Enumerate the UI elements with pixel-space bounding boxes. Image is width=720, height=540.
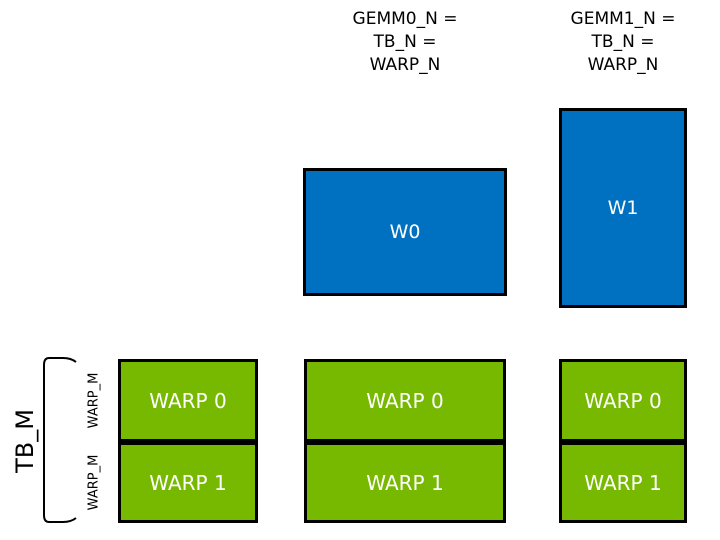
accumulator-tile-w1-label: W1 xyxy=(607,197,639,219)
gemm1-header-label: GEMM1_N = TB_N = WARP_N xyxy=(570,9,676,75)
accumulator-tile-w0-label: W0 xyxy=(389,221,421,243)
warp-tile-middle-1: WARP 1 xyxy=(304,442,506,523)
accumulator-tile-w0: W0 xyxy=(303,168,507,296)
warp-m-label-row0: WARP_M xyxy=(86,372,102,429)
warp-tile-right-0: WARP 0 xyxy=(559,359,687,442)
accumulator-tile-w1: W1 xyxy=(559,108,687,308)
tb-m-bracket xyxy=(43,357,77,523)
warp-tile-left-1: WARP 1 xyxy=(118,442,258,523)
warp-tile-right-1: WARP 1 xyxy=(559,442,687,523)
warp-m-label-row1: WARP_M xyxy=(86,454,102,511)
gemm0-header-label: GEMM0_N = TB_N = WARP_N xyxy=(352,9,458,75)
warp-tile-left-0: WARP 0 xyxy=(118,359,258,442)
warp-tile-middle-0: WARP 0 xyxy=(304,359,506,442)
